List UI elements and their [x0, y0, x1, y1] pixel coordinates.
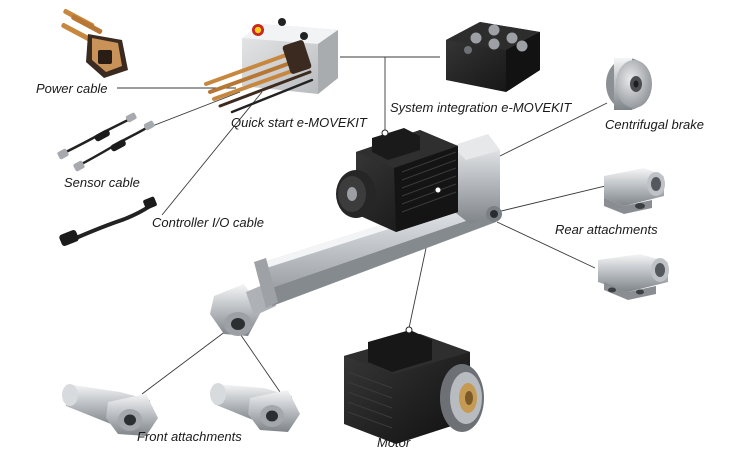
label-sensor-cable: Sensor cable [64, 175, 140, 190]
power-cable-image [61, 8, 128, 78]
system-integration-kit-image [446, 22, 540, 92]
front-attachment-right-image [210, 383, 300, 432]
label-quick-start-kit: Quick start e-MOVEKIT [231, 115, 367, 130]
label-motor: Motor [377, 435, 411, 450]
label-rear-attachments: Rear attachments [555, 222, 658, 237]
label-front-attachments: Front attachments [137, 429, 242, 444]
label-controller-io-cable: Controller I/O cable [152, 215, 264, 230]
motor-image [344, 326, 484, 444]
label-system-integration-kit: System integration e-MOVEKIT [390, 100, 572, 115]
sensor-cable-image [57, 112, 155, 172]
centrifugal-brake-image [606, 58, 652, 110]
controller-io-cable-image [59, 196, 157, 247]
rear-attachment-bottom-image [598, 254, 669, 300]
label-centrifugal-brake: Centrifugal brake [605, 117, 704, 132]
quick-start-kit-image [204, 18, 338, 114]
label-power-cable: Power cable [36, 81, 108, 96]
front-attachment-left-image [62, 384, 158, 436]
linear-actuator-image [210, 128, 502, 336]
rear-attachment-top-image [604, 168, 665, 214]
